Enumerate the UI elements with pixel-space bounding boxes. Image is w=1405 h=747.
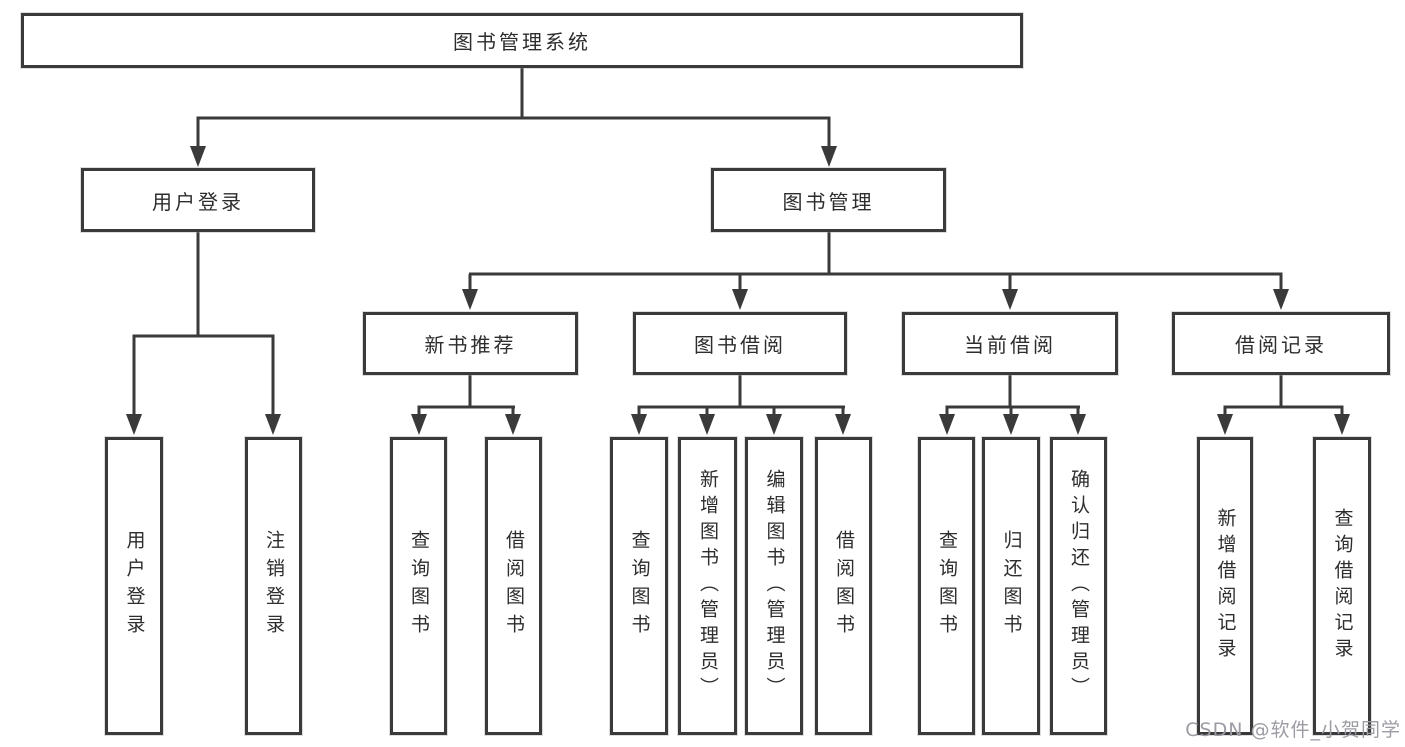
leaf-confirm-return-admin-label: 确认归还（管理员） — [1068, 469, 1090, 703]
node-borrow-record-label: 借阅记录 — [1235, 333, 1327, 357]
leaf-add-borrow-record-label: 新增借阅记录 — [1214, 508, 1237, 664]
connector-current-borrow-to-leaves — [939, 375, 1086, 435]
leaf-borrow-query-book-label: 查询图书 — [628, 530, 651, 642]
leaf-borrow-book: 借阅图书 — [815, 437, 872, 735]
leaf-rec-query-book-label: 查询图书 — [408, 530, 430, 642]
node-user-login-module: 用户登录 — [81, 168, 315, 232]
leaf-edit-book-admin-label: 编辑图书（管理员） — [763, 469, 786, 703]
node-current-borrow-label: 当前借阅 — [964, 333, 1056, 357]
leaf-add-book-admin: 新增图书（管理员） — [678, 437, 737, 735]
connector-book-mgmt-to-level3 — [462, 232, 1289, 310]
leaf-confirm-return-admin: 确认归还（管理员） — [1050, 437, 1107, 735]
leaf-rec-borrow-book-label: 借阅图书 — [503, 530, 525, 642]
node-user-login-label: 用户登录 — [152, 189, 244, 214]
connector-book-borrow-to-leaves — [631, 375, 851, 435]
node-new-book-rec-label: 新书推荐 — [424, 333, 517, 357]
node-book-borrow-label: 图书借阅 — [694, 333, 786, 357]
node-book-mgmt-label: 图书管理 — [782, 189, 875, 214]
csdn-watermark: CSDN @软件_小贺同学 — [1185, 719, 1401, 741]
leaf-borrow-book-label: 借阅图书 — [833, 530, 855, 642]
leaf-user-login: 用户登录 — [105, 437, 163, 735]
node-book-borrow: 图书借阅 — [633, 312, 847, 375]
connector-root-to-level2 — [190, 68, 837, 167]
leaf-current-query-book-label: 查询图书 — [936, 530, 958, 642]
leaf-logout: 注销登录 — [245, 437, 302, 735]
leaf-logout-label: 注销登录 — [263, 530, 285, 642]
leaf-edit-book-admin: 编辑图书（管理员） — [745, 437, 803, 735]
node-root-system: 图书管理系统 — [21, 13, 1023, 68]
leaf-query-borrow-record-label: 查询借阅记录 — [1331, 508, 1354, 664]
leaf-rec-query-book: 查询图书 — [390, 437, 447, 735]
leaf-add-book-admin-label: 新增图书（管理员） — [697, 469, 719, 703]
node-book-mgmt-module: 图书管理 — [711, 168, 946, 232]
node-new-book-rec: 新书推荐 — [363, 312, 578, 375]
leaf-rec-borrow-book: 借阅图书 — [485, 437, 542, 735]
connector-borrow-record-to-leaves — [1217, 375, 1350, 435]
leaf-borrow-query-book: 查询图书 — [610, 437, 668, 735]
leaf-query-borrow-record: 查询借阅记录 — [1313, 437, 1371, 735]
node-current-borrow: 当前借阅 — [902, 312, 1118, 375]
leaf-return-book-label: 归还图书 — [1000, 530, 1023, 642]
leaf-user-login-label: 用户登录 — [123, 530, 146, 642]
leaf-return-book: 归还图书 — [982, 437, 1040, 735]
connector-new-book-rec-to-leaves — [411, 375, 521, 435]
leaf-current-query-book: 查询图书 — [918, 437, 975, 735]
leaf-add-borrow-record: 新增借阅记录 — [1197, 437, 1253, 735]
connector-user-login-to-leaves — [126, 232, 281, 435]
node-root-label: 图书管理系统 — [453, 30, 591, 54]
node-borrow-record: 借阅记录 — [1172, 312, 1390, 375]
